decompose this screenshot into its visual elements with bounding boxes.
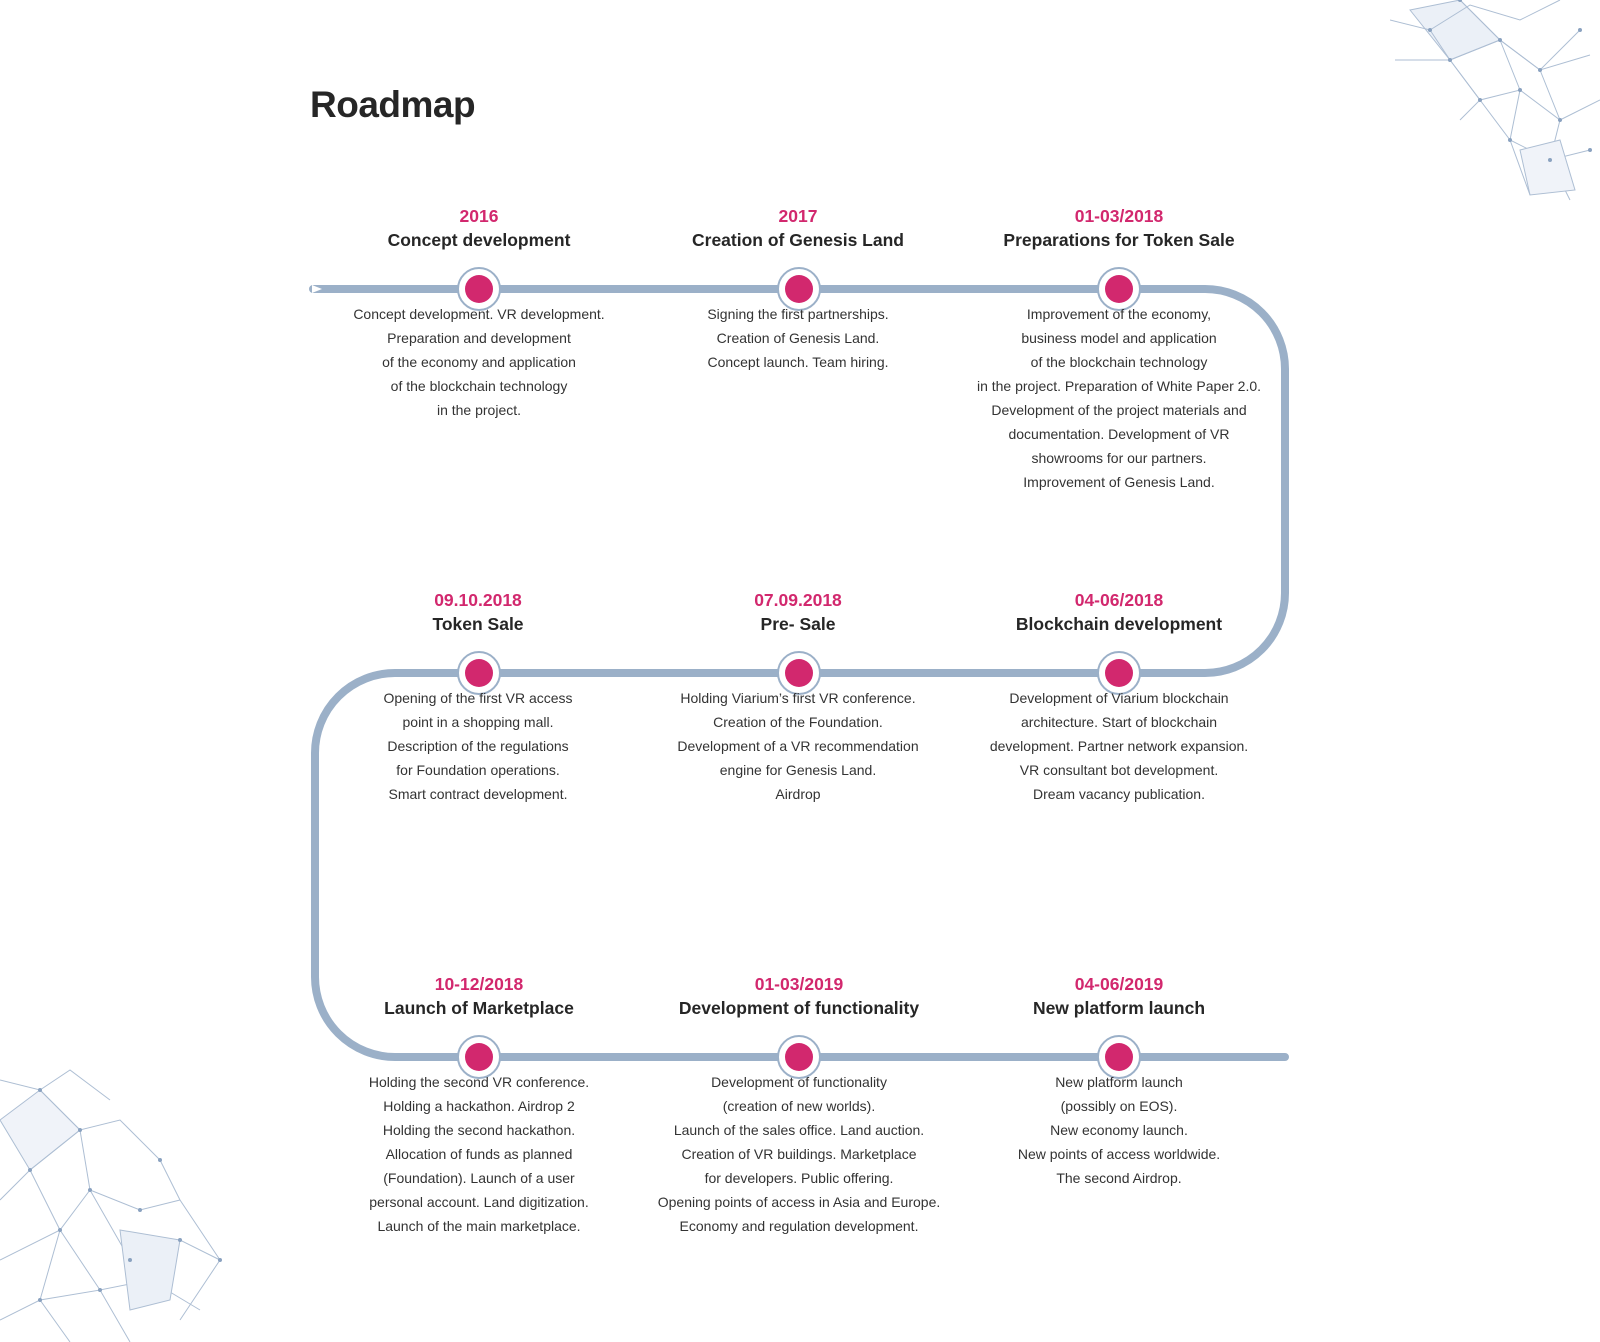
milestone-date: 09.10.2018 xyxy=(434,590,522,610)
milestone-date: 04-06/2019 xyxy=(1074,974,1164,994)
milestone-date: 2017 xyxy=(778,206,818,226)
milestone-description: Improvement of the economy, business mod… xyxy=(976,306,1262,490)
milestone-title: Development of functionality xyxy=(678,998,920,1018)
milestone-node xyxy=(1097,267,1141,311)
network-decoration-bottom-left xyxy=(0,1069,222,1342)
milestone-description: Opening of the first VR access point in … xyxy=(383,690,573,802)
milestone-node xyxy=(777,651,821,695)
milestone-title: Concept development xyxy=(387,230,571,250)
milestone-description: New platform launch (possibly on EOS). N… xyxy=(1017,1074,1221,1186)
milestone-title: Token Sale xyxy=(432,614,524,634)
milestone-2016: 2016 Concept development Concept develop… xyxy=(319,204,639,422)
milestone-date: 10-12/2018 xyxy=(434,974,524,994)
milestone-node xyxy=(777,1035,821,1079)
milestone-node xyxy=(457,267,501,311)
milestone-title: Pre- Sale xyxy=(760,614,836,634)
milestone-title: Launch of Marketplace xyxy=(384,998,574,1018)
milestone-node xyxy=(1097,651,1141,695)
milestone-description: Signing the first partnerships. Creation… xyxy=(707,306,889,370)
milestone-node xyxy=(777,267,821,311)
milestone-node xyxy=(1097,1035,1141,1079)
milestone-token-sale: 09.10.2018 Token Sale Opening of the fir… xyxy=(318,588,638,806)
milestone-description: Holding Viarium’s first VR conference. C… xyxy=(677,690,919,802)
milestone-description: Concept development. VR development. Pre… xyxy=(353,306,605,418)
milestone-platform-launch: 04-06/2019 New platform launch New platf… xyxy=(959,972,1279,1190)
milestone-title: Preparations for Token Sale xyxy=(1003,230,1235,250)
milestone-date: 04-06/2018 xyxy=(1074,590,1164,610)
milestone-pre-sale: 07.09.2018 Pre- Sale Holding Viarium’s f… xyxy=(638,588,958,806)
milestone-functionality: 01-03/2019 Development of functionality … xyxy=(639,972,959,1238)
milestone-description: Holding the second VR conference. Holdin… xyxy=(368,1074,590,1234)
milestone-title: Blockchain development xyxy=(1015,614,1223,634)
milestone-title: Creation of Genesis Land xyxy=(692,230,904,250)
milestone-node xyxy=(457,651,501,695)
milestone-description: Development of Viarium blockchain archit… xyxy=(989,690,1249,802)
milestone-node xyxy=(457,1035,501,1079)
milestone-marketplace: 10-12/2018 Launch of Marketplace Holding… xyxy=(319,972,639,1238)
milestone-date: 01-03/2018 xyxy=(1074,206,1164,226)
page-title: Roadmap xyxy=(310,84,476,125)
milestone-q1-2018: 01-03/2018 Preparations for Token Sale I… xyxy=(959,204,1279,494)
timeline-start-arrow xyxy=(312,285,322,293)
milestone-date: 2016 xyxy=(459,206,499,226)
milestone-date: 07.09.2018 xyxy=(754,590,842,610)
milestone-blockchain: 04-06/2018 Blockchain development Develo… xyxy=(959,588,1279,806)
network-decoration-top-right xyxy=(1390,0,1600,201)
milestone-date: 01-03/2019 xyxy=(754,974,844,994)
milestone-2017: 2017 Creation of Genesis Land Signing th… xyxy=(638,204,958,374)
milestone-description: Development of functionality (creation o… xyxy=(657,1074,941,1234)
milestone-title: New platform launch xyxy=(1032,998,1206,1018)
